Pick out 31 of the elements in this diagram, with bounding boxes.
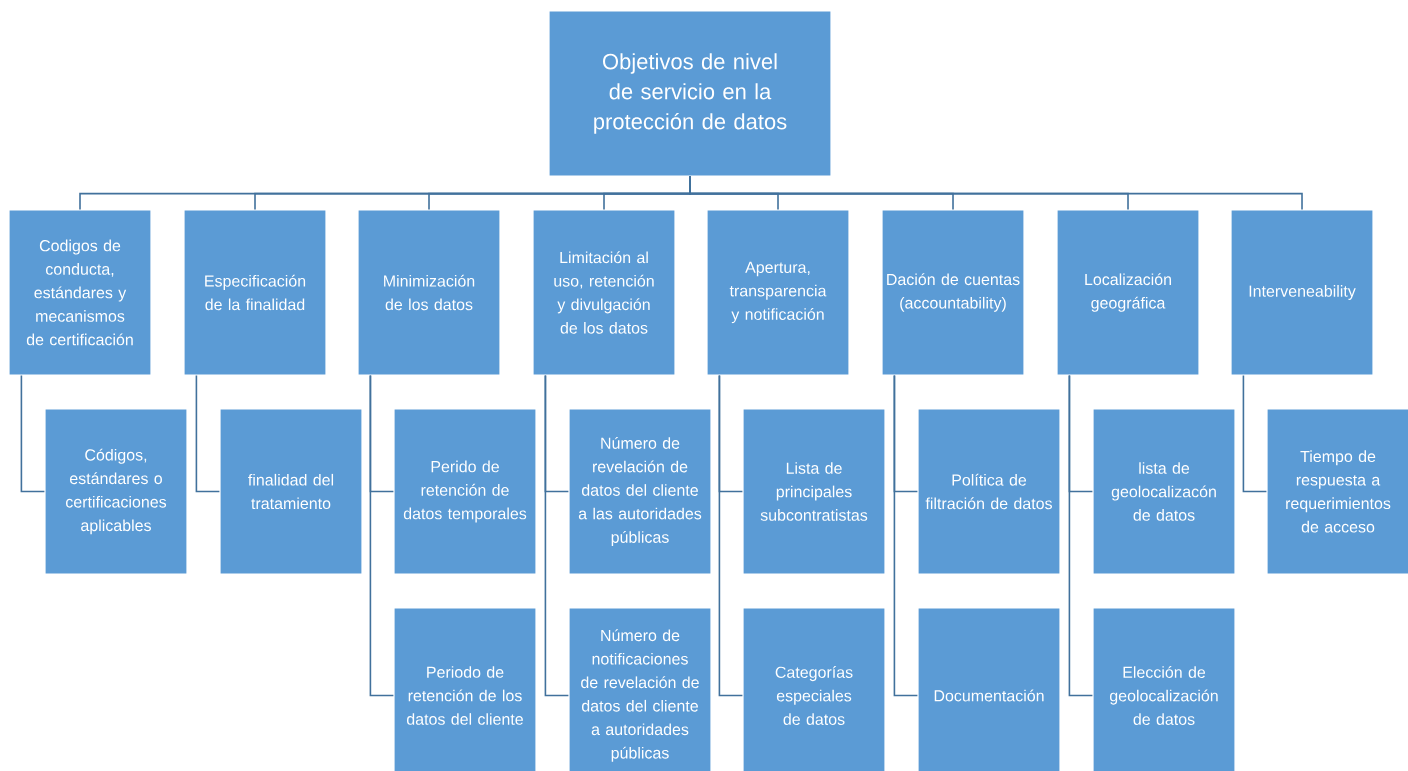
category-box: lista de geolocalizacón de datos	[1092, 408, 1236, 575]
category-box: Interveneability	[1230, 209, 1374, 376]
connector-line	[195, 374, 221, 493]
category-box: Periodo de retención de los datos del cliente	[393, 607, 537, 771]
category-box: Tiempo de respuesta a requerimientos de acceso	[1266, 408, 1408, 575]
connector-line	[689, 175, 1303, 211]
category-box: Dación de cuentas (accountability)	[881, 209, 1025, 376]
category-box: Perido de retención de datos temporales	[393, 408, 537, 575]
category-box: Codigos de conducta, estándares y mecanismos de certificación	[8, 209, 152, 376]
category-box: Especificación de la finalidad	[183, 209, 327, 376]
connector-line	[718, 374, 744, 697]
category-box: Número de revelación de datos del cliente a las autoridades públicas	[568, 408, 712, 575]
category-box: Apertura, transparencia y notificación	[706, 209, 850, 376]
connector-line	[20, 374, 46, 493]
category-box: Códigos, estándares o certificaciones aplicables	[44, 408, 188, 575]
category-box: finalidad del tratamiento	[219, 408, 363, 575]
category-box: Número de notificaciones de revelación de datos del cliente a autoridades públicas	[568, 607, 712, 771]
title-box: Objetivos de nivel de servicio en la protección de datos	[548, 10, 832, 177]
category-box: Documentación	[917, 607, 1061, 771]
connector-line	[544, 374, 570, 697]
connector-line	[369, 374, 395, 697]
category-box: Elección de geolocalización de datos	[1092, 607, 1236, 771]
category-box: Lista de principales subcontratistas	[742, 408, 886, 575]
category-box: Limitación al uso, retención y divulgación de los datos	[532, 209, 676, 376]
connector-line	[893, 374, 919, 697]
connector-line	[1242, 374, 1268, 493]
category-box: Política de filtración de datos	[917, 408, 1061, 575]
category-box: Categorías especiales de datos	[742, 607, 886, 771]
connector-line	[1068, 374, 1094, 697]
category-box: Localización geográfica	[1056, 209, 1200, 376]
category-box: Minimización de los datos	[357, 209, 501, 376]
